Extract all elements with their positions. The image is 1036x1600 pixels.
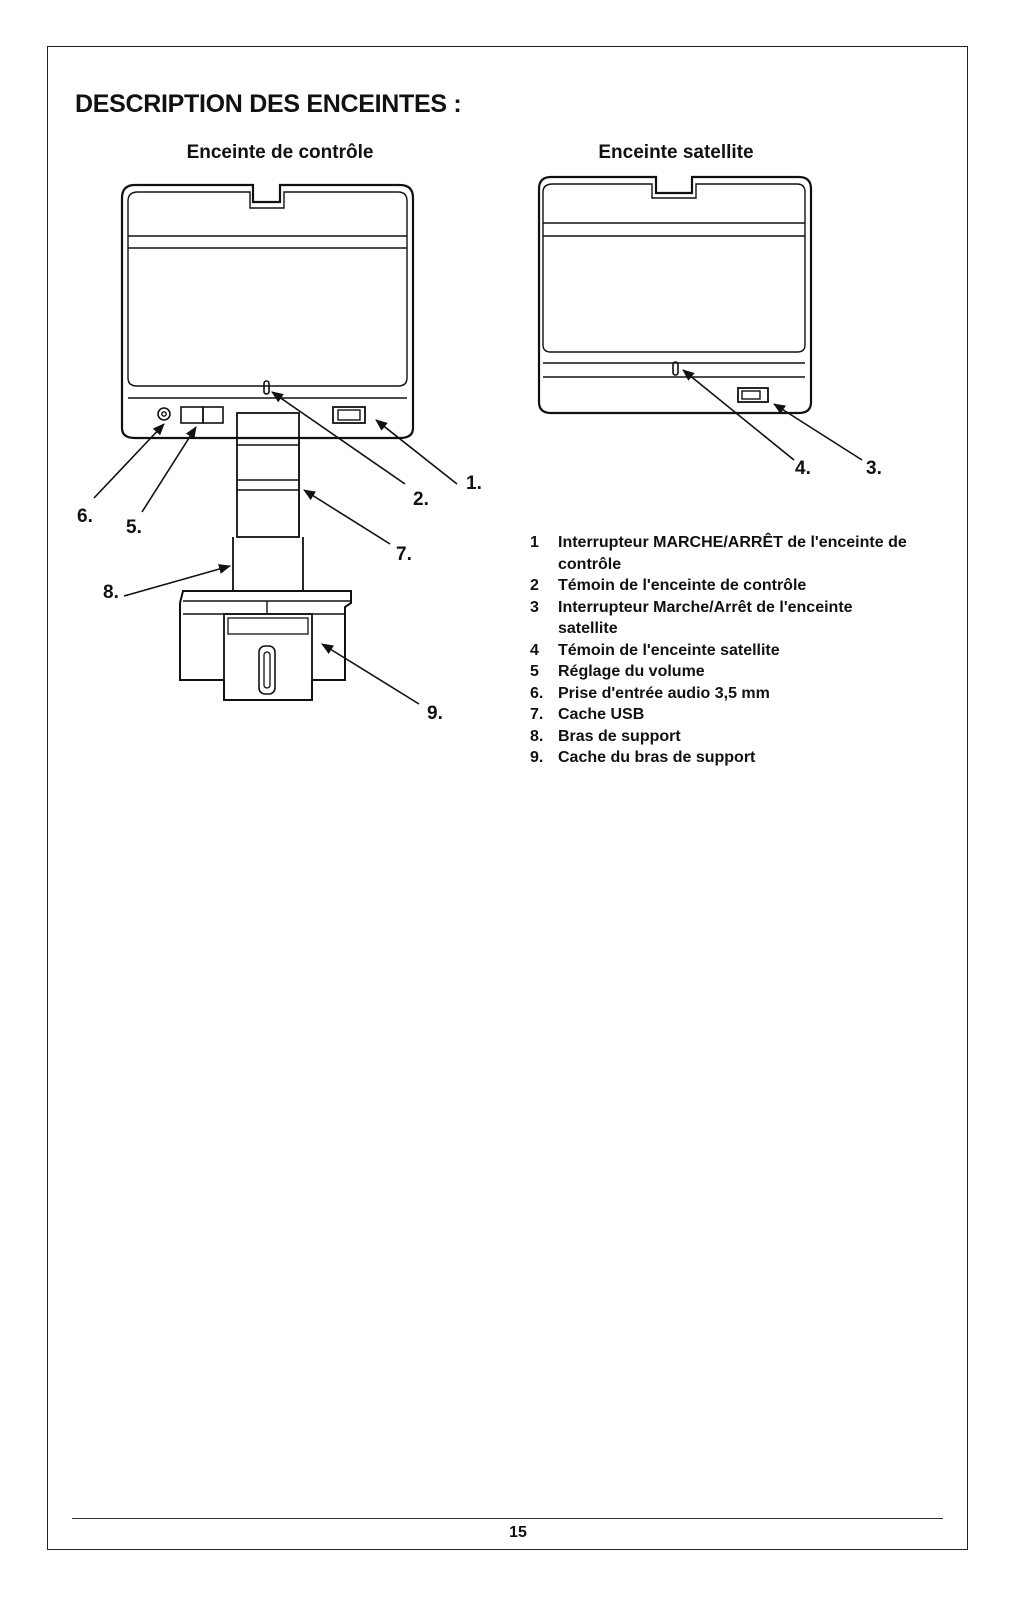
legend-text: Prise d'entrée audio 3,5 mm bbox=[558, 684, 770, 702]
legend-number: 1 bbox=[530, 534, 539, 551]
legend-item: 8. Bras de support bbox=[530, 726, 910, 748]
legend-item: 4 Témoin de l'enceinte satellite bbox=[530, 640, 910, 662]
legend-item: 1 Interrupteur MARCHE/ARRÊT de l'enceinte… bbox=[530, 532, 910, 575]
legend-text: Interrupteur Marche/Arrêt de l'enceinte … bbox=[558, 598, 853, 638]
satellite-speaker-title: Enceinte satellite bbox=[598, 142, 754, 163]
callout-1: 1. bbox=[466, 473, 482, 494]
callout-7: 7. bbox=[396, 544, 412, 565]
legend-text: Interrupteur MARCHE/ARRÊT de l'enceinte … bbox=[558, 534, 907, 573]
parts-legend: 1 Interrupteur MARCHE/ARRÊT de l'enceinte… bbox=[530, 532, 910, 769]
page-number: 15 bbox=[509, 1524, 527, 1541]
control-callout-arrows bbox=[93, 391, 458, 705]
legend-text: Témoin de l'enceinte de contrôle bbox=[558, 577, 807, 594]
legend-text: Cache USB bbox=[558, 706, 645, 723]
page-title: DESCRIPTION DES ENCEINTES : bbox=[75, 90, 462, 118]
legend-number: 3 bbox=[530, 598, 539, 616]
legend-number: 6. bbox=[530, 684, 544, 702]
callout-3: 3. bbox=[866, 458, 882, 479]
legend-number: 8. bbox=[530, 727, 544, 745]
legend-text: Bras de support bbox=[558, 727, 681, 745]
satellite-speaker-illustration bbox=[537, 175, 813, 415]
legend-number: 2 bbox=[530, 577, 539, 594]
control-speaker-title: Enceinte de contrôle bbox=[186, 142, 374, 163]
footer-divider bbox=[72, 1518, 943, 1519]
legend-text: Réglage du volume bbox=[558, 663, 705, 680]
callout-8: 8. bbox=[103, 582, 119, 603]
legend-item: 2 Témoin de l'enceinte de contrôle bbox=[530, 575, 910, 597]
legend-text: Cache du bras de support bbox=[558, 749, 756, 766]
legend-item: 3 Interrupteur Marche/Arrêt de l'enceinte… bbox=[530, 597, 910, 640]
control-speaker-illustration bbox=[120, 183, 415, 701]
legend-text: Témoin de l'enceinte satellite bbox=[558, 641, 780, 659]
legend-number: 9. bbox=[530, 749, 544, 766]
legend-item: 6. Prise d'entrée audio 3,5 mm bbox=[530, 683, 910, 705]
legend-item: 7. Cache USB bbox=[530, 704, 910, 726]
callout-6: 6. bbox=[77, 506, 93, 527]
callout-2: 2. bbox=[413, 489, 429, 510]
legend-item: 5 Réglage du volume bbox=[530, 661, 910, 683]
legend-number: 7. bbox=[530, 706, 544, 723]
callout-5: 5. bbox=[126, 517, 142, 538]
legend-number: 4 bbox=[530, 641, 539, 659]
page-border bbox=[47, 46, 968, 1550]
callout-9: 9. bbox=[427, 703, 443, 724]
legend-number: 5 bbox=[530, 663, 539, 680]
satellite-callout-arrows bbox=[682, 369, 863, 461]
legend-item: 9. Cache du bras de support bbox=[530, 747, 910, 769]
callout-4: 4. bbox=[795, 458, 811, 479]
